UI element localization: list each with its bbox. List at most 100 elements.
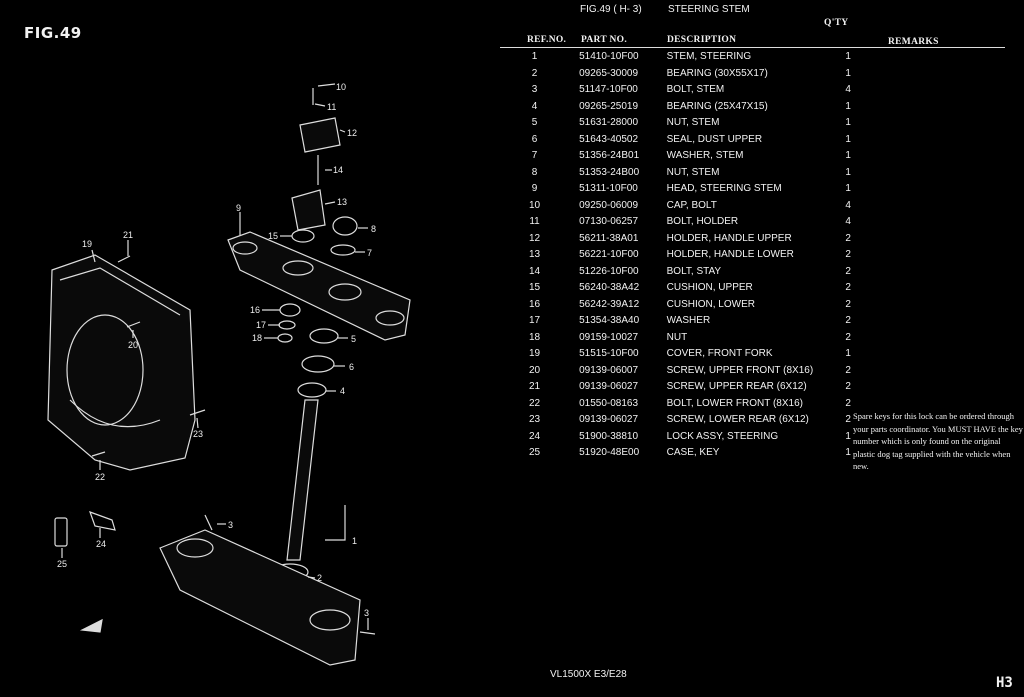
description-cell: NUT, STEM — [666, 117, 720, 128]
qty-cell: 4 — [845, 84, 851, 95]
callout-23: 23 — [193, 429, 203, 439]
description-cell: CASE, KEY — [666, 447, 720, 458]
part-number-cell: 56242-39A12 — [579, 298, 640, 310]
description-cell: CUSHION, UPPER — [666, 282, 753, 293]
description-cell: BOLT, STEM — [666, 84, 725, 95]
description-cell: LOCK ASSY, STEERING — [666, 430, 779, 442]
qty-cell: 1 — [845, 150, 851, 161]
qty-cell: 2 — [845, 265, 851, 277]
part-number-cell: 51356-24B01 — [579, 150, 640, 161]
callout-8: 8 — [371, 224, 376, 234]
callout-11: 11 — [327, 102, 336, 112]
ref-cell: 11 — [529, 216, 540, 227]
description-cell: BOLT, LOWER FRONT (8X16) — [666, 397, 803, 409]
callout-4: 4 — [340, 386, 345, 396]
ref-cell: 20 — [528, 364, 541, 376]
qty-cell: 1 — [845, 348, 851, 359]
part-number-cell: 56240-38A42 — [579, 282, 640, 293]
description-cell: HEAD, STEERING STEM — [666, 183, 782, 194]
part-number-cell: 51515-10F00 — [579, 348, 639, 359]
callout-25: 25 — [57, 559, 67, 569]
part-number-cell: 09139-06027 — [579, 381, 639, 392]
ref-cell: 18 — [528, 331, 541, 343]
qty-cell: 2 — [845, 298, 851, 310]
callout-10: 10 — [336, 82, 346, 92]
qty-cell: 2 — [845, 249, 851, 260]
figure-label: FIG.49 — [24, 24, 82, 42]
callout-13: 13 — [337, 197, 347, 207]
header-divider — [500, 47, 1005, 48]
part-number-cell: 56221-10F00 — [579, 249, 639, 260]
callout-24: 24 — [96, 539, 106, 549]
qty-cell: 1 — [845, 430, 851, 442]
description-cell: WASHER — [666, 315, 711, 326]
description-cell: WASHER, STEM — [666, 150, 744, 161]
remarks-note: Spare keys for this lock can be ordered … — [853, 411, 1023, 471]
qty-cell: 2 — [845, 331, 851, 343]
callout-3b: 3 — [364, 608, 369, 618]
description-cell: COVER, FRONT FORK — [666, 348, 773, 359]
part-number-cell: 09139-06007 — [579, 364, 639, 376]
part-number-cell: 51353-24B00 — [579, 166, 640, 178]
ref-cell: 10 — [528, 199, 541, 211]
qty-cell: 2 — [845, 397, 851, 409]
description-cell: HOLDER, HANDLE LOWER — [666, 249, 794, 260]
callout-5: 5 — [351, 334, 356, 344]
callout-18: 18 — [252, 333, 262, 343]
table-row: 13 56221-10F00 HOLDER, HANDLE LOWER 2 — [500, 247, 860, 264]
callout-17: 17 — [256, 320, 266, 330]
description-cell: CUSHION, LOWER — [666, 298, 755, 310]
callout-6: 6 — [349, 362, 354, 372]
callout-1: 1 — [352, 536, 357, 546]
qty-cell: 1 — [845, 447, 851, 458]
qty-cell: 2 — [845, 414, 851, 425]
description-cell: BOLT, HOLDER — [666, 216, 739, 227]
exploded-parts-diagram: 1 2 3 4 5 6 7 8 9 10 11 12 13 14 15 16 1… — [47, 82, 411, 666]
ref-cell: 9 — [531, 183, 538, 194]
callout-19: 19 — [82, 239, 92, 249]
ref-cell: 22 — [528, 397, 541, 409]
ref-cell: 17 — [528, 315, 541, 326]
qty-cell: 1 — [845, 183, 851, 194]
part-number-cell: 56211-38A01 — [579, 232, 639, 244]
ref-cell: 14 — [528, 265, 541, 277]
part-number-cell: 09250-06009 — [579, 199, 639, 211]
ref-cell: 1 — [531, 51, 538, 62]
ref-cell: 21 — [528, 381, 541, 392]
ref-cell: 4 — [531, 100, 538, 112]
ref-cell: 15 — [528, 282, 541, 293]
page-number: H3 — [996, 675, 1013, 691]
callout-15: 15 — [268, 231, 278, 241]
ref-cell: 3 — [531, 84, 538, 95]
callout-3a: 3 — [228, 520, 233, 530]
description-cell: BOLT, STAY — [666, 265, 722, 277]
qty-cell: 1 — [845, 133, 851, 145]
figure-code: FIG.49 ( H- 3) — [580, 4, 642, 15]
ref-cell: 13 — [528, 249, 541, 260]
section-title: STEERING STEM — [668, 4, 750, 15]
description-cell: BEARING (30X55X17) — [666, 67, 768, 79]
qty-cell: 2 — [845, 364, 851, 376]
part-number-cell: 09159-10027 — [579, 331, 639, 343]
description-cell: NUT, STEM — [666, 166, 720, 178]
qty-cell: 4 — [845, 216, 851, 227]
part-number-cell: 51410-10F00 — [579, 51, 639, 62]
part-number-cell: 51354-38A40 — [579, 315, 640, 326]
ref-cell: 23 — [528, 414, 541, 425]
callout-12: 12 — [347, 128, 357, 138]
ref-cell: 24 — [528, 430, 541, 442]
ref-cell: 12 — [528, 232, 541, 244]
